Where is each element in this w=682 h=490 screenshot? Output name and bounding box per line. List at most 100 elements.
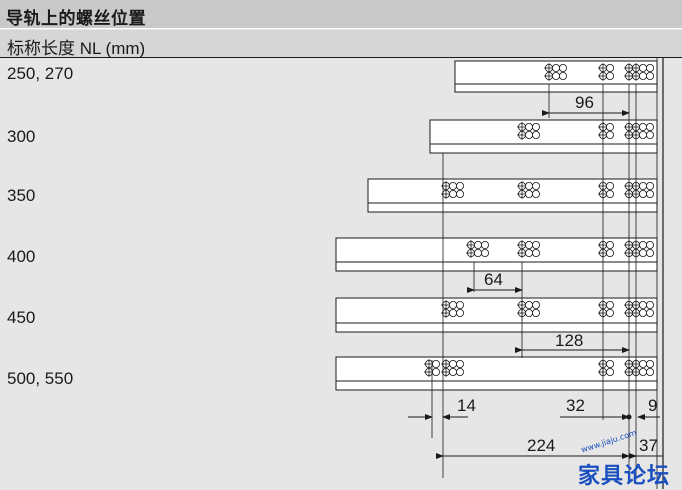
table-row: 250, 270 bbox=[0, 58, 682, 118]
screw-hole-icon bbox=[606, 240, 615, 249]
screw-hole-icon bbox=[646, 240, 655, 249]
row-label-nl: 250, 270 bbox=[7, 64, 74, 83]
screw-hole-icon bbox=[639, 130, 648, 139]
drawer-rail bbox=[367, 178, 658, 204]
screw-hole-icon bbox=[639, 123, 648, 132]
row-label-nl: 300 bbox=[7, 127, 36, 146]
screw-hole-icon bbox=[473, 240, 482, 249]
screw-hole-icon bbox=[532, 308, 541, 317]
row-label-nl: 350 bbox=[7, 186, 36, 205]
drawer-rail-bottom bbox=[335, 322, 658, 333]
screw-hole-icon bbox=[448, 367, 457, 376]
dimension-dot bbox=[626, 414, 632, 420]
screw-hole-icon bbox=[646, 367, 655, 376]
dimension-label-96: 96 bbox=[575, 93, 594, 112]
screw-hole-icon bbox=[646, 130, 655, 139]
screw-hole-icon bbox=[525, 308, 534, 317]
screw-hole-icon bbox=[606, 248, 615, 257]
screw-hole-icon bbox=[639, 240, 648, 249]
row-label-nl: 450 bbox=[7, 308, 36, 327]
screw-hole-icon bbox=[448, 308, 457, 317]
screw-hole-icon bbox=[525, 240, 534, 249]
screw-hole-icon bbox=[606, 130, 615, 139]
screw-hole-icon bbox=[606, 359, 615, 368]
screw-hole-icon bbox=[646, 189, 655, 198]
screw-hole-icon bbox=[480, 248, 489, 257]
table-row: 500, 550 bbox=[0, 358, 682, 418]
table-row: 450 bbox=[0, 298, 682, 358]
screw-hole-icon bbox=[525, 189, 534, 198]
screw-hole-icon bbox=[532, 123, 541, 132]
screw-hole-icon bbox=[646, 181, 655, 190]
table-row: 400 bbox=[0, 238, 682, 298]
drawer-rail-bottom bbox=[335, 261, 658, 272]
drawer-rail-bottom bbox=[367, 202, 658, 213]
screw-hole-icon bbox=[455, 308, 464, 317]
screw-hole-icon bbox=[525, 130, 534, 139]
screw-hole-icon bbox=[480, 240, 489, 249]
screw-hole-icon bbox=[532, 181, 541, 190]
dimension-label-37: 37 bbox=[639, 436, 658, 455]
screw-hole-icon bbox=[532, 300, 541, 309]
screw-hole-icon bbox=[639, 367, 648, 376]
screw-hole-icon bbox=[455, 359, 464, 368]
screw-hole-icon bbox=[552, 64, 561, 73]
screw-hole-icon bbox=[525, 248, 534, 257]
dimension-label-64: 64 bbox=[484, 270, 503, 289]
screw-hole-icon bbox=[525, 300, 534, 309]
screw-hole-icon bbox=[431, 359, 440, 368]
column-header-row: 标称长度 NL (mm) bbox=[0, 30, 682, 58]
screw-hole-icon bbox=[532, 240, 541, 249]
screw-hole-icon bbox=[639, 359, 648, 368]
screw-hole-icon bbox=[552, 72, 561, 81]
screw-hole-icon bbox=[646, 359, 655, 368]
dimension-label-9: 9 bbox=[648, 396, 657, 415]
screw-hole-icon bbox=[606, 123, 615, 132]
screw-hole-icon bbox=[448, 189, 457, 198]
screw-hole-icon bbox=[646, 248, 655, 257]
screw-hole-icon bbox=[606, 189, 615, 198]
screw-hole-icon bbox=[525, 123, 534, 132]
screw-hole-icon bbox=[639, 64, 648, 73]
screw-hole-icon bbox=[606, 181, 615, 190]
screw-hole-icon bbox=[455, 181, 464, 190]
drawer-rail-bottom bbox=[335, 380, 658, 391]
drawer-rail-bottom bbox=[454, 83, 658, 93]
column-header-label: 标称长度 NL (mm) bbox=[7, 39, 146, 58]
watermark-name: 家具论坛 bbox=[578, 464, 671, 489]
screw-hole-icon bbox=[448, 359, 457, 368]
dimension-label-32: 32 bbox=[566, 396, 585, 415]
screw-hole-icon bbox=[646, 64, 655, 73]
screw-hole-icon bbox=[606, 64, 615, 73]
screw-hole-icon bbox=[646, 123, 655, 132]
screw-hole-icon bbox=[559, 72, 568, 81]
drawer-rail bbox=[429, 119, 658, 145]
screw-hole-icon bbox=[606, 308, 615, 317]
screw-hole-icon bbox=[455, 189, 464, 198]
screw-hole-icon bbox=[525, 181, 534, 190]
screw-hole-icon bbox=[532, 248, 541, 257]
screw-hole-icon bbox=[532, 189, 541, 198]
screw-hole-icon bbox=[455, 367, 464, 376]
screw-hole-icon bbox=[639, 72, 648, 81]
dimension-label-224: 224 bbox=[527, 436, 555, 455]
screw-hole-icon bbox=[639, 308, 648, 317]
screw-hole-icon bbox=[559, 64, 568, 73]
screw-hole-icon bbox=[448, 300, 457, 309]
screw-hole-icon bbox=[639, 300, 648, 309]
table-row: 350 bbox=[0, 178, 682, 238]
screw-hole-icon bbox=[639, 181, 648, 190]
screw-hole-icon bbox=[532, 130, 541, 139]
row-label-nl: 500, 550 bbox=[7, 369, 74, 388]
dimension-label-14: 14 bbox=[457, 396, 476, 415]
screw-hole-icon bbox=[639, 189, 648, 198]
row-label-nl: 400 bbox=[7, 247, 36, 266]
screw-hole-icon bbox=[606, 72, 615, 81]
screw-hole-icon bbox=[646, 72, 655, 81]
screw-hole-icon bbox=[473, 248, 482, 257]
title-bar: 导轨上的螺丝位置 bbox=[0, 0, 682, 29]
dimension-label-128: 128 bbox=[555, 331, 583, 350]
page-title: 导轨上的螺丝位置 bbox=[6, 9, 146, 28]
screw-hole-icon bbox=[639, 248, 648, 257]
